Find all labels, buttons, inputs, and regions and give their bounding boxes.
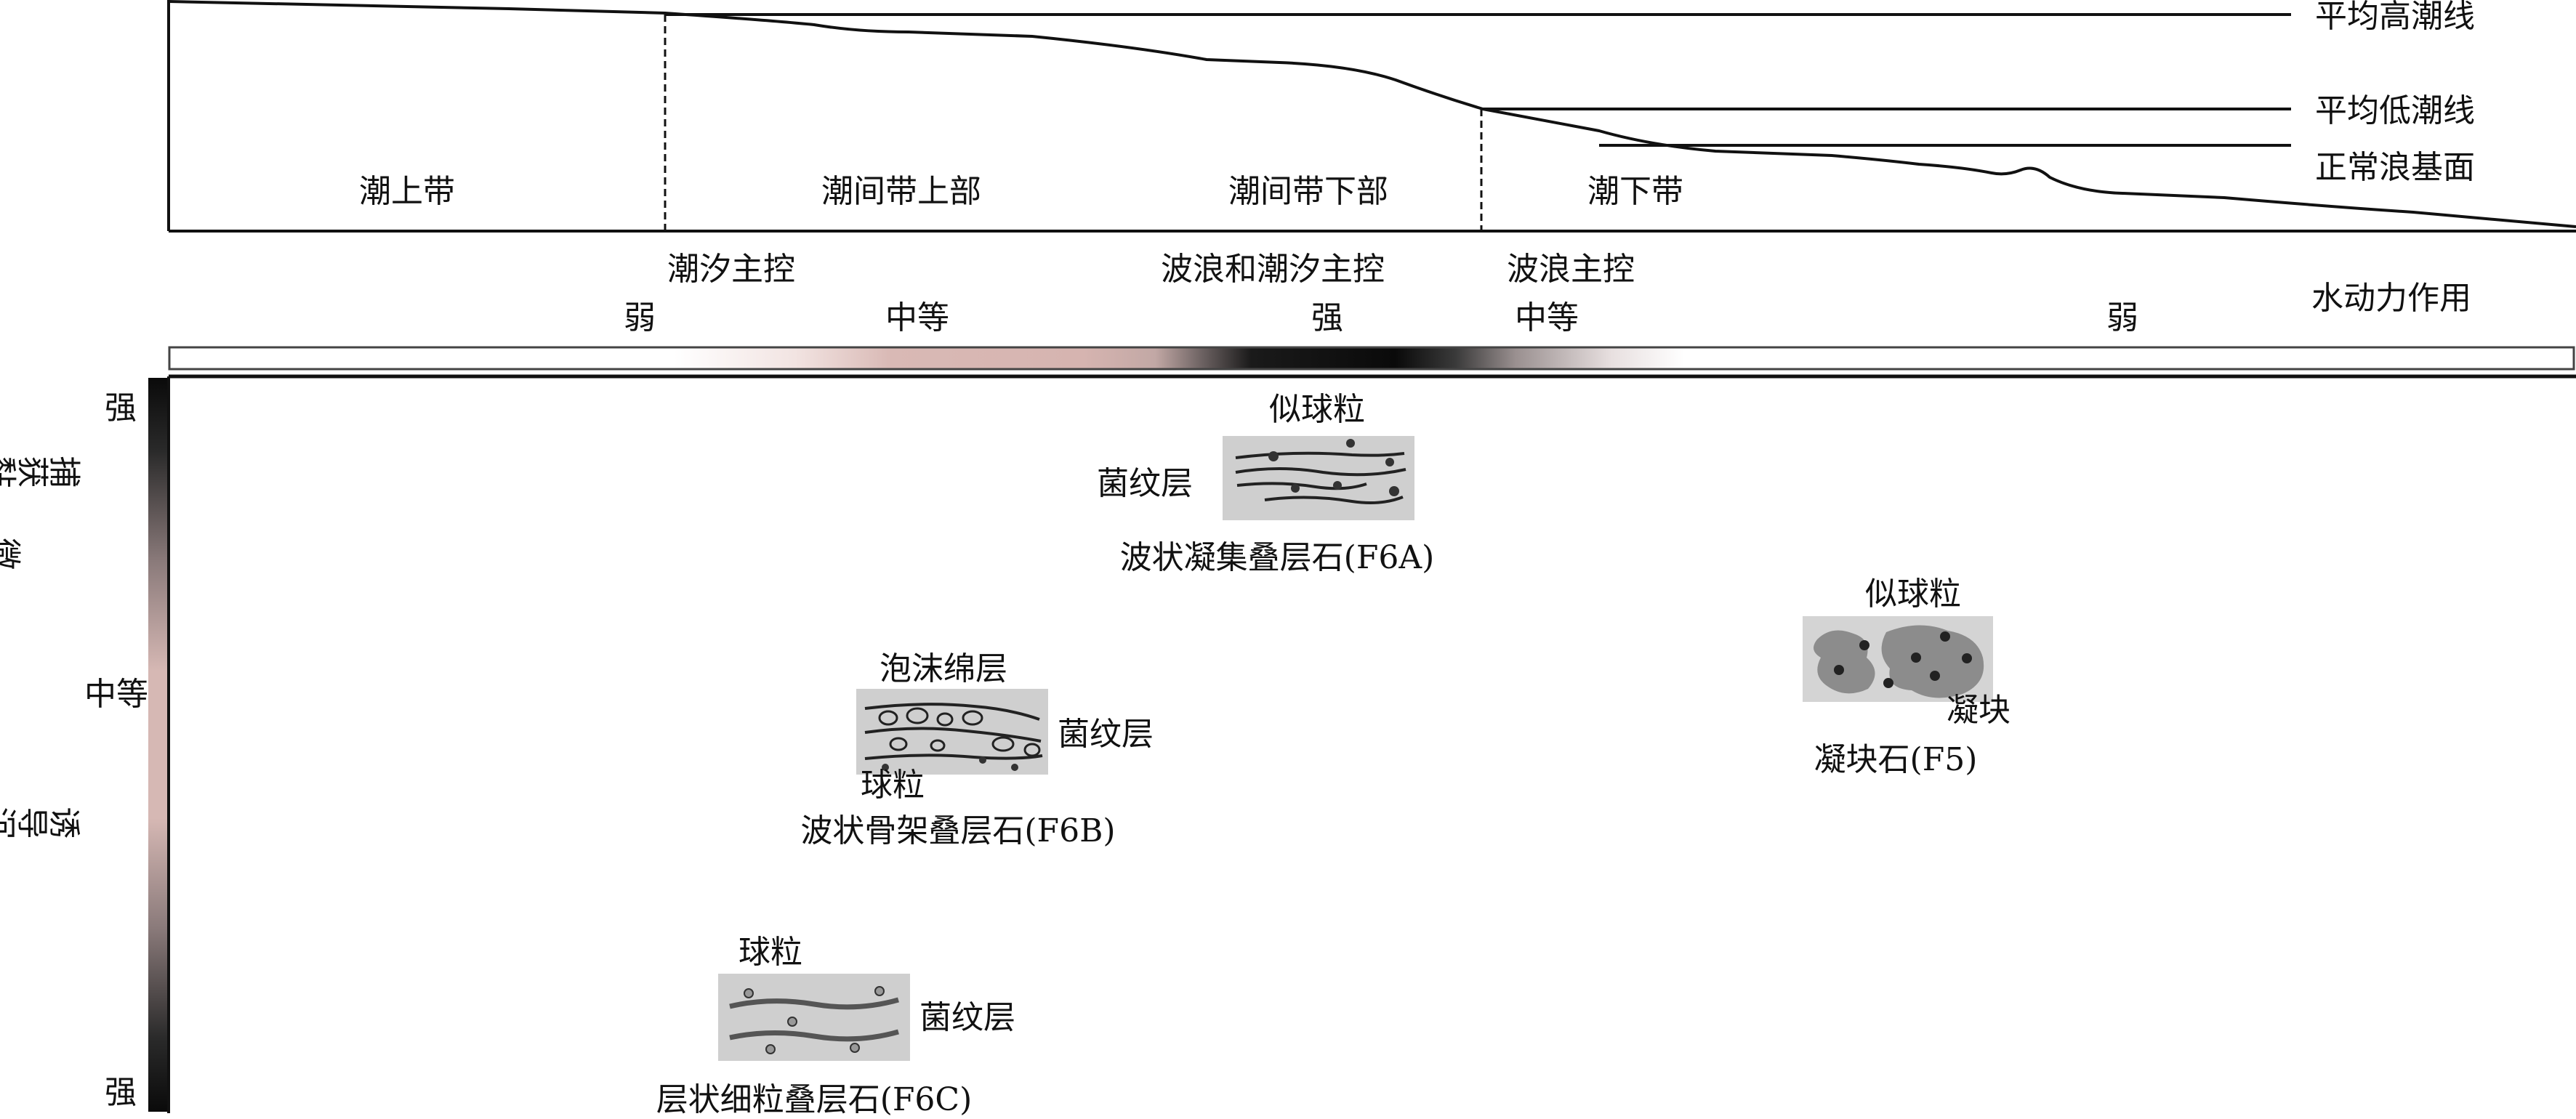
fabric-f5: 似球粒 凝块 凝块石(F5) bbox=[1803, 575, 2011, 778]
profile-panel: 平均高潮线 平均低潮线 正常浪基面 潮上带 潮间带上部 潮间带下部 潮下带 bbox=[167, 0, 2576, 233]
f5-clot bbox=[1881, 625, 1984, 698]
f6c-pellet bbox=[787, 1017, 797, 1027]
f6b-lamina bbox=[864, 754, 1043, 760]
f6b-bubble bbox=[889, 737, 908, 751]
f6b-side-label: 菌纹层 bbox=[1058, 716, 1154, 753]
f5-peloid bbox=[1962, 653, 1972, 663]
f5-peloid bbox=[1911, 653, 1921, 663]
hydro-title: 水动力作用 bbox=[2311, 280, 2471, 317]
f6a-peloid bbox=[1268, 451, 1279, 461]
microbial-level-medium: 中等 bbox=[84, 676, 148, 713]
f6a-top-label: 似球粒 bbox=[1269, 391, 1365, 428]
f6a-lamina bbox=[1264, 496, 1404, 504]
control-wave-tide: 波浪和潮汐主控 bbox=[1161, 251, 1385, 288]
f6a-peloid bbox=[1385, 458, 1394, 466]
f6b-pellet bbox=[882, 764, 889, 771]
f6c-side-label: 菌纹层 bbox=[919, 999, 1015, 1036]
f5-peloid bbox=[1859, 640, 1869, 650]
f6a-peloid bbox=[1346, 439, 1355, 448]
f5-top-label: 似球粒 bbox=[1865, 575, 1961, 613]
f6c-pellet bbox=[765, 1044, 776, 1054]
f6a-sketch-panel bbox=[1223, 436, 1414, 520]
zone-label-subtidal: 潮下带 bbox=[1587, 173, 1683, 210]
fabric-f6c: 球粒 菌纹层 层状细粒叠层石(F6C) bbox=[656, 934, 1015, 1118]
microbial-process-trapping: 捕获黏结 bbox=[0, 451, 81, 488]
f6a-name: 波状凝集叠层石(F6A) bbox=[1120, 539, 1435, 576]
tide-line-label-wavebase: 正常浪基面 bbox=[2315, 149, 2475, 186]
f6c-pellet bbox=[850, 1043, 860, 1053]
f6c-pellet bbox=[874, 986, 885, 996]
f6b-top-label: 泡沫绵层 bbox=[880, 650, 1007, 687]
microbial-axis: 强 中等 强 捕获黏结 微生物沉积作用 诱导沉淀 bbox=[0, 374, 2576, 1113]
microbial-level-strong-bottom: 强 bbox=[105, 1074, 137, 1111]
hydro-level-medium-left: 中等 bbox=[885, 299, 949, 336]
hydro-level-medium-right: 中等 bbox=[1515, 299, 1579, 336]
tide-line-label-low: 平均低潮线 bbox=[2315, 92, 2475, 129]
f6b-bubble bbox=[930, 739, 946, 752]
f6c-name: 层状细粒叠层石(F6C) bbox=[656, 1081, 973, 1118]
f6c-top-label: 球粒 bbox=[738, 934, 802, 971]
microbial-process-induced: 诱导沉淀 bbox=[0, 801, 81, 839]
f6a-lamina bbox=[1235, 451, 1405, 459]
control-wave: 波浪主控 bbox=[1507, 251, 1635, 288]
f5-peloid bbox=[1883, 678, 1893, 688]
f6b-sketch-panel bbox=[856, 689, 1048, 775]
fabric-f6b: 泡沫绵层 菌纹层 球粒 波状骨架叠层石(F6B) bbox=[800, 650, 1154, 849]
f6a-peloid bbox=[1291, 484, 1300, 493]
f6c-pellet bbox=[744, 988, 754, 998]
hydro-level-weak-left: 弱 bbox=[624, 299, 656, 336]
f6a-lamina bbox=[1235, 467, 1406, 477]
seabed-profile-curve bbox=[168, 0, 2576, 228]
microbial-level-strong-top: 强 bbox=[105, 389, 137, 427]
f6b-lamina bbox=[864, 703, 1040, 721]
f6b-bubble bbox=[962, 710, 983, 726]
zone-label-supratidal: 潮上带 bbox=[359, 173, 455, 210]
f5-peloid bbox=[1940, 631, 1950, 642]
f6b-pellet bbox=[1011, 764, 1018, 771]
hydro-level-strong: 强 bbox=[1311, 299, 1343, 336]
hydro-level-weak-right: 弱 bbox=[2106, 299, 2138, 336]
f6a-lamina bbox=[1236, 482, 1367, 490]
f6b-bottom-label: 球粒 bbox=[861, 767, 925, 804]
f5-name: 凝块石(F5) bbox=[1814, 741, 1978, 778]
f6b-bubble bbox=[991, 736, 1015, 752]
f6a-peloid bbox=[1389, 486, 1399, 496]
f6b-bubble bbox=[936, 712, 954, 727]
control-labels: 潮汐主控 波浪和潮汐主控 波浪主控 bbox=[667, 251, 1635, 288]
control-tide: 潮汐主控 bbox=[667, 251, 795, 288]
zone-label-upper-intertidal: 潮间带上部 bbox=[821, 173, 981, 210]
zone-label-lower-intertidal: 潮间带下部 bbox=[1228, 173, 1388, 210]
f6b-name: 波状骨架叠层石(F6B) bbox=[800, 812, 1115, 849]
tide-line-label-high: 平均高潮线 bbox=[2315, 0, 2475, 35]
f6b-lamina bbox=[864, 727, 1042, 743]
f6c-lamina bbox=[729, 997, 899, 1010]
f6b-pellet bbox=[979, 756, 986, 764]
f6a-side-label: 菌纹层 bbox=[1097, 465, 1193, 502]
hydro-gradient-bar bbox=[168, 346, 2575, 371]
hydro-scale: 水动力作用 弱 中等 强 中等 弱 bbox=[168, 280, 2575, 371]
microbial-axis-title: 微生物沉积作用 bbox=[0, 533, 22, 570]
f5-peloid bbox=[1834, 665, 1844, 675]
fabric-f6a: 似球粒 菌纹层 波状凝集叠层石(F6A) bbox=[1097, 391, 1434, 576]
f5-peloid bbox=[1930, 671, 1940, 681]
f6b-bubble bbox=[1023, 743, 1041, 757]
f6a-peloid bbox=[1333, 481, 1342, 490]
f6b-bubble bbox=[878, 710, 898, 726]
f6c-lamina bbox=[729, 1029, 899, 1042]
f5-side-label: 凝块 bbox=[1947, 692, 2011, 729]
microbial-gradient-bar bbox=[148, 378, 169, 1112]
f6b-bubble bbox=[906, 707, 929, 724]
